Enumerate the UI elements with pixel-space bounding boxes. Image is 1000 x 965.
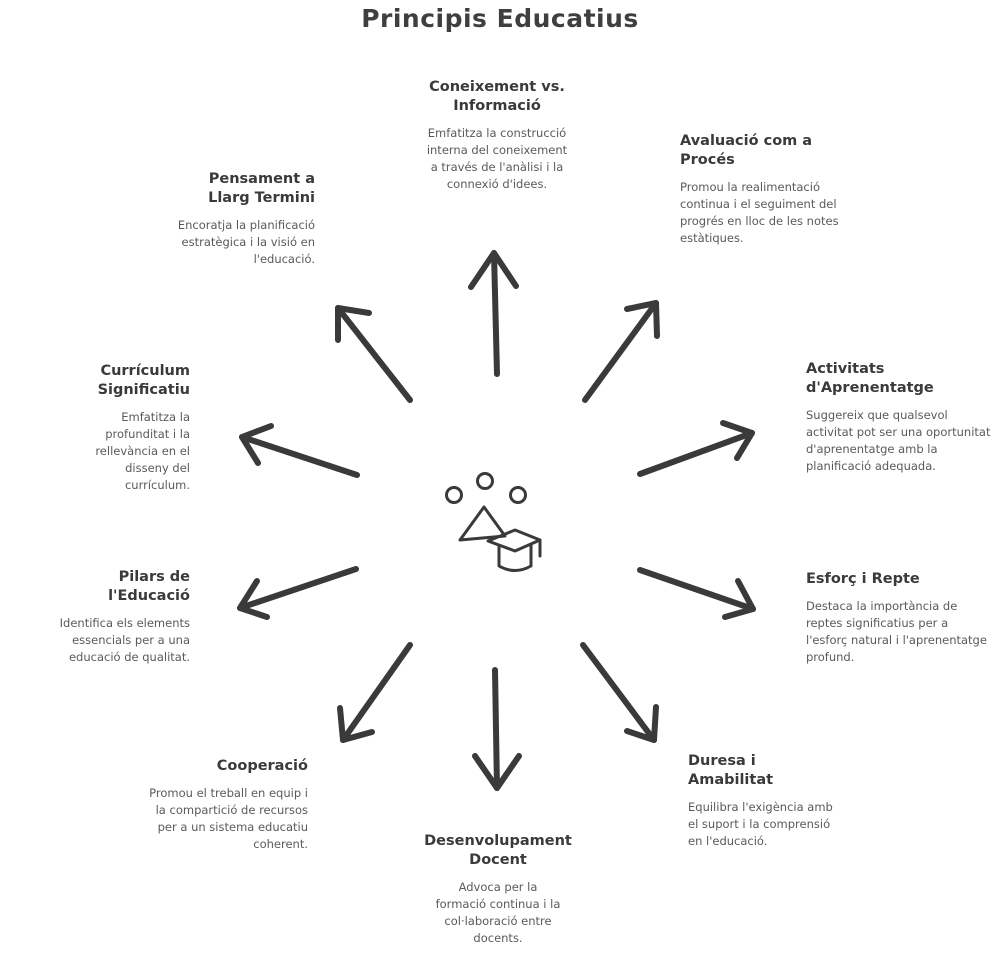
node-title: Currículum Significatiu <box>97 363 190 398</box>
node-pensament: Pensament a Llarg Termini Encoratja la p… <box>155 170 315 268</box>
arrow-icon <box>337 642 413 743</box>
arrow-icon <box>468 250 519 377</box>
node-description: Destaca la importància de reptes signifi… <box>806 599 987 664</box>
node-avaluacio: Avaluació com a Procés Promou la realime… <box>680 132 855 247</box>
node-cooperacio: Cooperació Promou el treball en equip i … <box>140 757 308 853</box>
node-title: Pilars de l'Educació <box>108 569 190 604</box>
node-title: Esforç i Repte <box>806 571 920 587</box>
node-description: Promou el treball en equip i la comparti… <box>149 786 308 851</box>
arrow-icon <box>335 305 413 403</box>
node-title: Desenvolupament Docent <box>424 833 572 868</box>
node-description: Suggereix que qualsevol activitat pot se… <box>806 408 991 473</box>
arrow-icon <box>582 300 660 403</box>
node-esforc: Esforç i Repte Destaca la importància de… <box>806 570 991 666</box>
node-title: Cooperació <box>216 758 308 774</box>
arrow-icon <box>472 667 522 791</box>
node-description: Emfatitza la profunditat i la rellevànci… <box>95 410 190 492</box>
node-pilars: Pilars de l'Educació Identifica els elem… <box>18 568 190 666</box>
node-description: Encoratja la planificació estratègica i … <box>177 218 315 266</box>
diagram-title: Principis Educatius <box>361 4 639 33</box>
node-title: Duresa i Amabilitat <box>688 753 774 788</box>
node-description: Identifica els elements essencials per a… <box>59 616 190 664</box>
node-coneixement: Coneixement vs. Informació Emfatitza la … <box>402 78 592 193</box>
node-duresa: Duresa i Amabilitat Equilibra l'exigènci… <box>688 752 848 850</box>
arrow-icon <box>239 423 360 478</box>
node-title: Pensament a Llarg Termini <box>208 171 315 206</box>
arrow-icon <box>637 420 755 477</box>
node-description: Emfatitza la construcció interna del con… <box>426 126 568 191</box>
node-title: Coneixement vs. Informació <box>429 79 565 114</box>
education-shapes-icon <box>445 472 542 572</box>
arrow-icon <box>580 642 659 743</box>
node-title: Activitats d'Aprenentatge <box>806 361 934 396</box>
node-desenvolupament: Desenvolupament Docent Advoca per la for… <box>398 832 598 947</box>
node-activitats: Activitats d'Aprenentatge Suggereix que … <box>806 360 991 475</box>
arrow-icon <box>637 567 756 620</box>
node-description: Advoca per la formació continua i la col… <box>435 880 561 945</box>
node-curriculum: Currículum Significatiu Emfatitza la pro… <box>60 362 190 494</box>
node-title: Avaluació com a Procés <box>680 133 813 168</box>
node-description: Equilibra l'exigència amb el suport i la… <box>688 800 833 848</box>
node-description: Promou la realimentació continua i el se… <box>680 180 839 245</box>
arrow-icon <box>237 566 359 620</box>
